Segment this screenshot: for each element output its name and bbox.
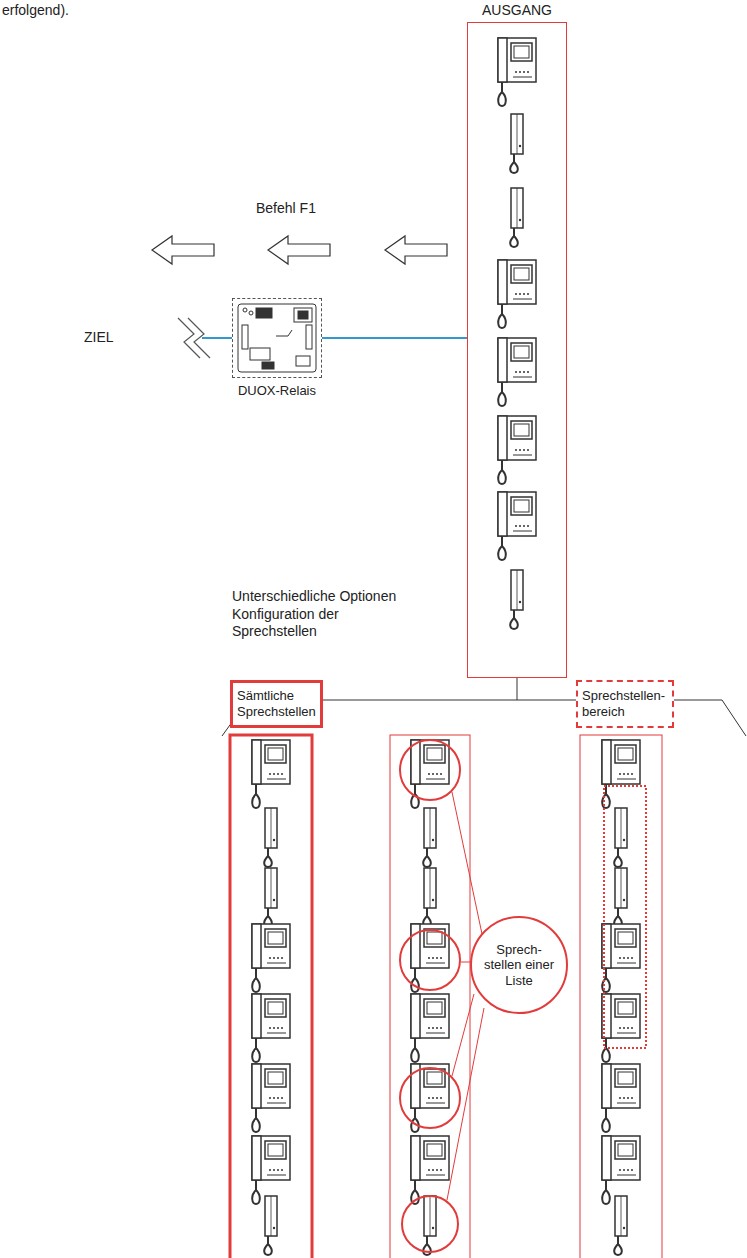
- monitor-icon: [411, 994, 449, 1062]
- monitor-icon: [411, 1064, 449, 1132]
- relay-module: DUOX-Relais: [232, 298, 322, 378]
- monitor-icon: [602, 924, 640, 992]
- handset-icon: [614, 868, 627, 927]
- node-text: AUSGANG: [448, 2, 586, 19]
- option-box: Sprechstellen- bereich: [576, 680, 674, 728]
- output-group: AUSGANG: [467, 22, 567, 678]
- handset-icon: [510, 570, 523, 629]
- handset-icon: [510, 188, 523, 247]
- text-label: ZIEL: [84, 329, 114, 347]
- monitor-icon: [602, 1136, 640, 1204]
- callout-circle: Sprech- stellen einer Liste: [470, 916, 568, 1014]
- monitor-icon: [252, 924, 290, 992]
- bus-line: [322, 338, 467, 339]
- option-box: Sämtliche Sprechstellen: [230, 680, 323, 728]
- monitor-icon: [252, 1136, 290, 1204]
- handset-icon: [423, 1196, 436, 1255]
- handset-icon: [264, 868, 277, 927]
- monitor-icon: [498, 492, 536, 560]
- node-text: Sämtliche Sprechstellen: [237, 688, 316, 719]
- monitor-icon: [602, 994, 640, 1062]
- monitor-icon: [498, 38, 536, 106]
- text-label: Befehl F1: [256, 200, 316, 218]
- node-text: Sprech- stellen einer Liste: [481, 942, 557, 989]
- monitor-icon: [498, 338, 536, 406]
- text-label: Unterschiedliche Optionen Konfiguration …: [232, 588, 402, 641]
- node-text: Sprechstellen- bereich: [582, 688, 668, 719]
- monitor-icon: [498, 416, 536, 484]
- monitor-icon: [602, 1064, 640, 1132]
- handset-icon: [264, 808, 277, 867]
- monitor-icon: [252, 994, 290, 1062]
- node-text: DUOX-Relais: [213, 383, 341, 399]
- handset-icon: [423, 808, 436, 867]
- monitor-icon: [498, 260, 536, 328]
- handset-icon: [264, 1196, 277, 1255]
- monitor-icon: [252, 1064, 290, 1132]
- handset-icon: [510, 114, 523, 173]
- text-label: erfolgend).: [2, 2, 69, 20]
- monitor-icon: [411, 1136, 449, 1204]
- handset-icon: [423, 868, 436, 927]
- monitor-icon: [602, 740, 640, 808]
- handset-icon: [614, 1196, 627, 1255]
- monitor-icon: [252, 740, 290, 808]
- handset-icon: [614, 808, 627, 867]
